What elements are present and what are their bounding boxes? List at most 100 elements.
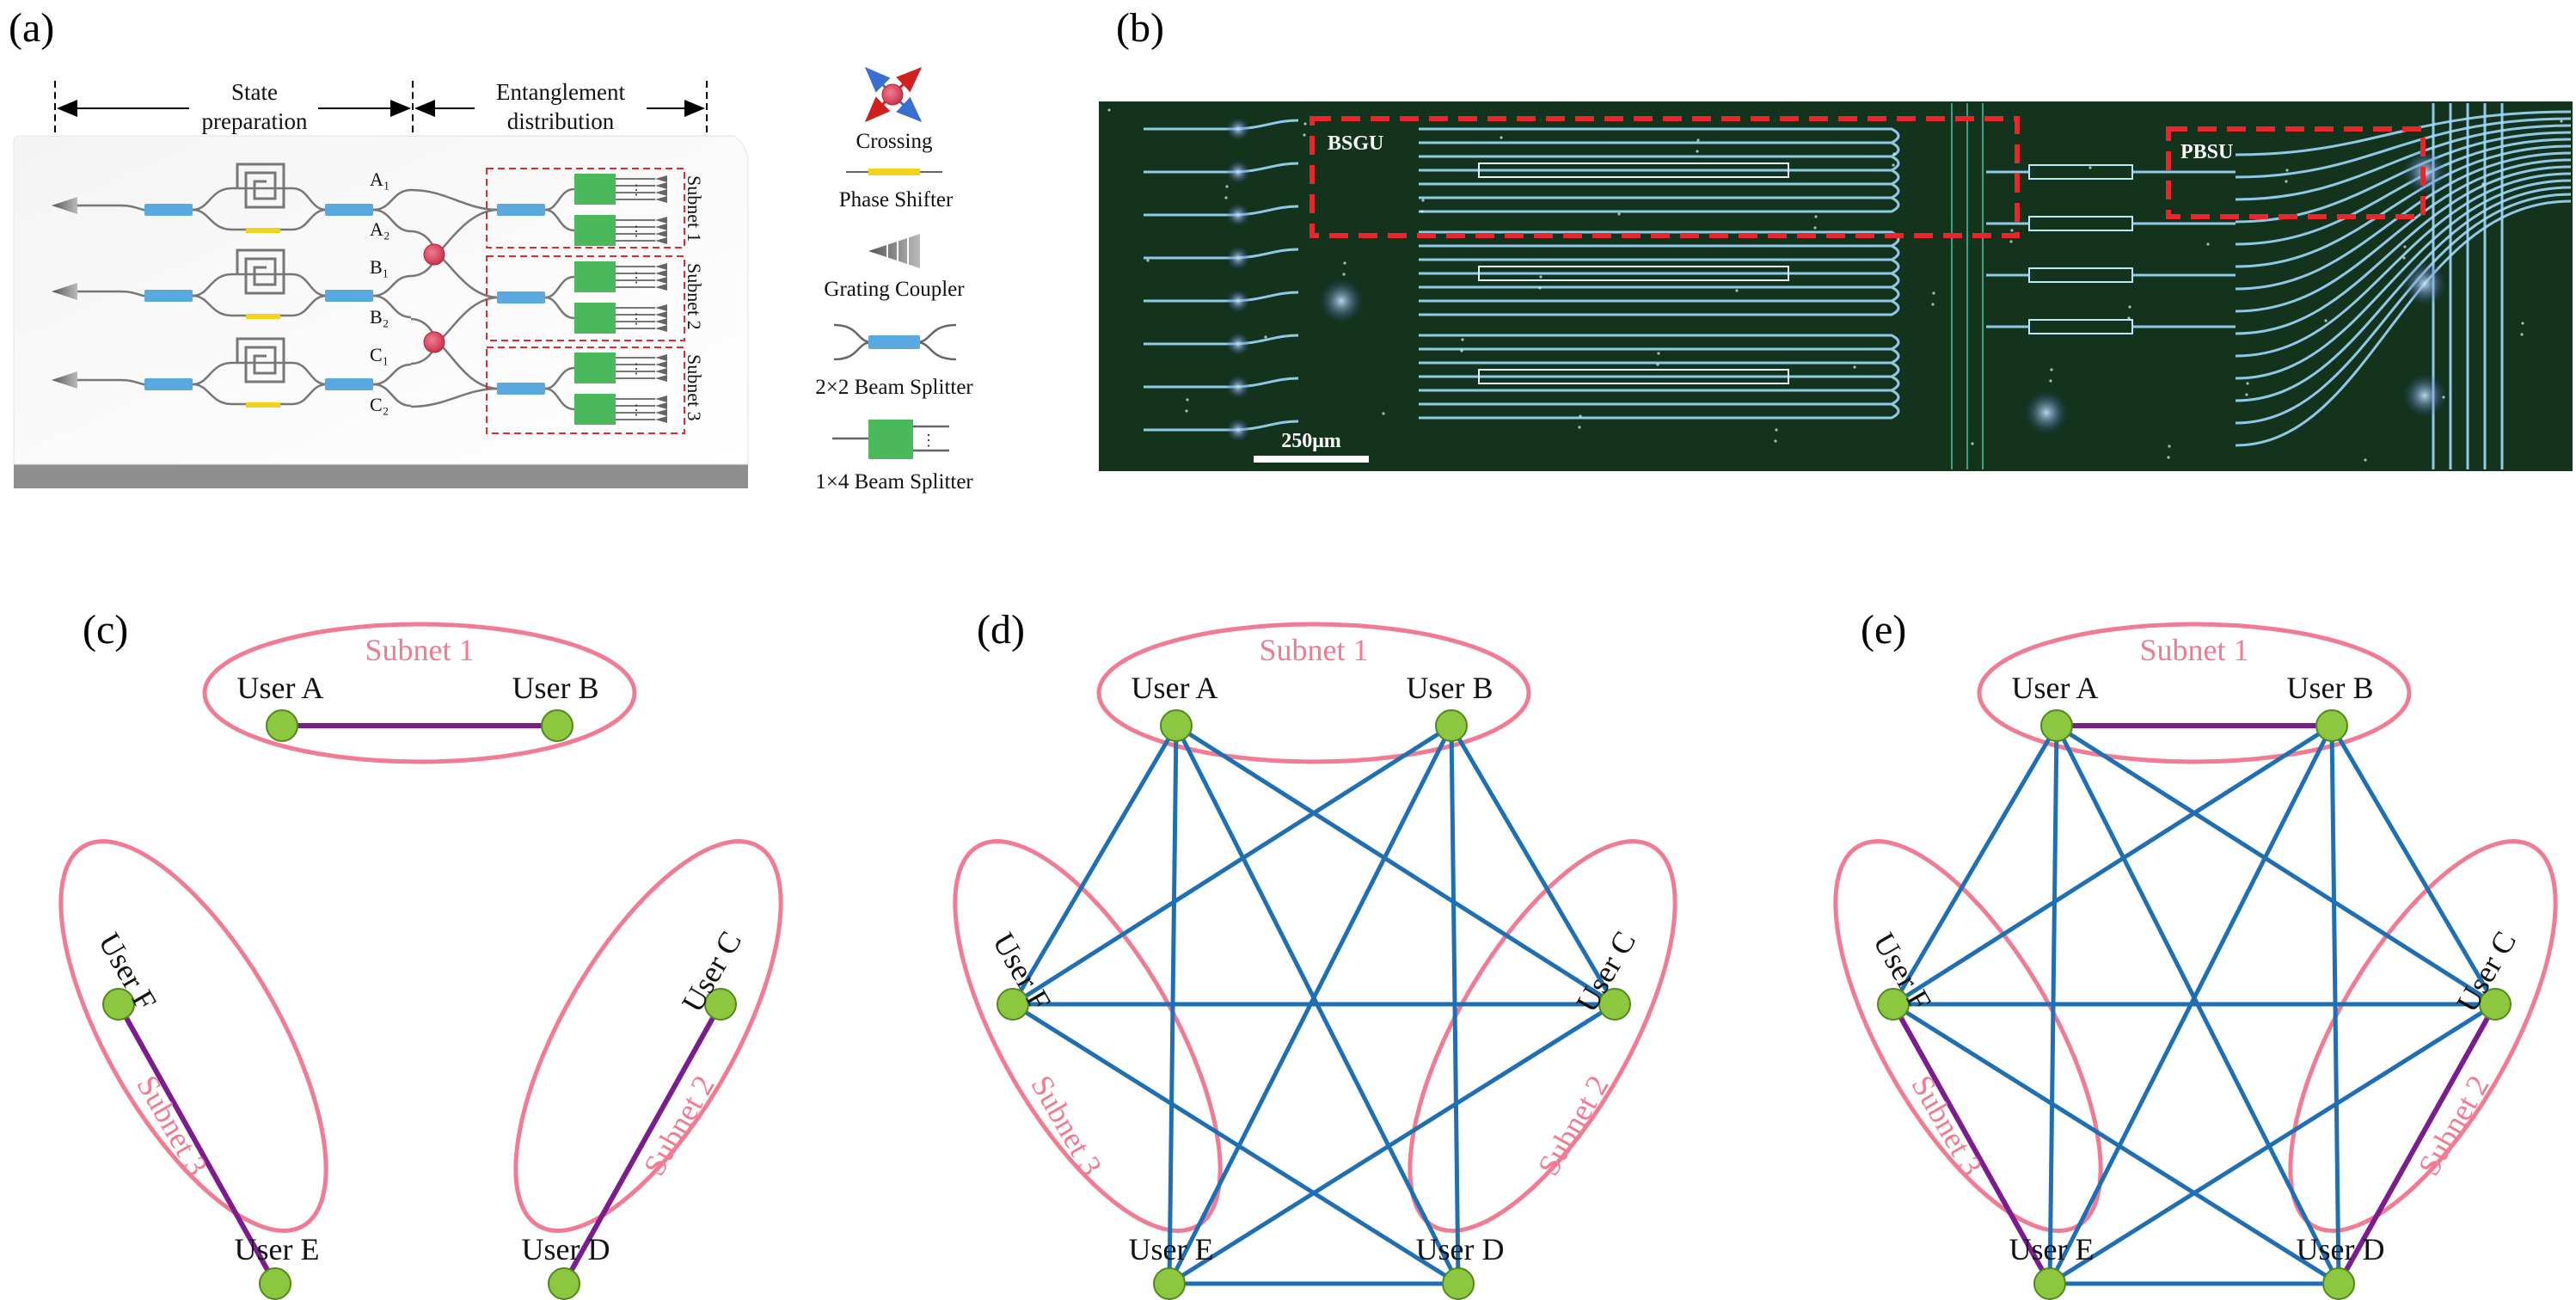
panel-e-user-c-label: User C — [2450, 925, 2523, 1017]
micrograph-image: BSGU PBSU 250μm — [1099, 101, 2573, 471]
phase-shifter-legend-label: Phase Shifter — [839, 188, 954, 212]
bsgu-highlight-box — [1309, 116, 2020, 238]
delay-spiral-a — [236, 162, 285, 209]
bs2-prep-2-c — [325, 378, 373, 390]
panel-d-link-b-f — [1011, 723, 1453, 1007]
bs14-ellipsis-a-1: ⋮ — [629, 183, 643, 198]
panel-e-link-b-c — [2329, 724, 2498, 1006]
port-label-b1: B₁ — [370, 256, 389, 278]
panel-c-user-f-node — [102, 988, 135, 1021]
crossing-node-ab — [423, 243, 445, 266]
panel-c-link-c-d — [561, 1003, 723, 1285]
panel-c-nodes — [102, 709, 737, 1300]
panel-e-user-a-node — [2040, 709, 2073, 742]
panel-e-nodes — [1877, 709, 2512, 1300]
micrograph-waveguides — [1107, 103, 2572, 469]
panel-c-user-e-label: User E — [235, 1232, 320, 1266]
panel-d-user-f-node — [997, 988, 1029, 1021]
panel-e-subnet-3-label: Subnet 3 — [1904, 1070, 1989, 1181]
port-label-a2: A₂ — [370, 218, 390, 240]
panel-c-user-e-node — [259, 1267, 291, 1300]
section-dimension-arrows — [54, 81, 708, 134]
ent-dist-header-line2: distribution — [507, 108, 615, 134]
panel-e-graph: Subnet 1 Subnet 3 Subnet 2 User A User B… — [1833, 622, 2558, 1300]
port-label-a1: A₁ — [370, 169, 390, 190]
subnet-1-chip-label: Subnet 1 — [684, 175, 705, 242]
state-prep-header-line2: preparation — [202, 108, 308, 134]
crossing-legend-label: Crossing — [856, 130, 933, 153]
panel-e-subnet-2-label: Subnet 2 — [2412, 1070, 2496, 1181]
panel-d-user-e-node — [1153, 1267, 1186, 1300]
phase-shifter-legend-icon — [846, 169, 942, 175]
panel-label-e: (e) — [1861, 607, 1906, 653]
subnet-3-chip-label: Subnet 3 — [684, 354, 705, 421]
panel-e-link-c-d — [2336, 1003, 2498, 1285]
panel-e-user-d-node — [2322, 1267, 2355, 1300]
bs2-legend-icon — [833, 323, 957, 361]
panel-e-link-d-f — [1892, 1002, 2340, 1286]
panel-d-subnet-1-label: Subnet 1 — [1259, 633, 1368, 667]
panel-d-user-a-node — [1160, 709, 1193, 742]
panel-c-subnet-ellipses — [58, 622, 783, 1233]
bs14-ellipsis-b-2: ⋮ — [629, 312, 643, 327]
state-prep-header-line1: State — [231, 79, 278, 105]
panel-c-subnet-1-label: Subnet 1 — [365, 633, 474, 667]
bs14-ellipsis-b-1: ⋮ — [629, 271, 643, 285]
panel-c-user-a-node — [266, 709, 298, 742]
panel-e-user-a-label: User A — [2012, 671, 2099, 705]
bs14-legend-ellipsis: ⋮ — [921, 432, 936, 449]
phase-shifter-c — [246, 402, 280, 408]
panel-d-user-a-label: User A — [1132, 671, 1218, 705]
panel-d-links — [1010, 723, 1617, 1286]
panel-e-link-a-f — [1891, 724, 2059, 1006]
network-graphs: Subnet 1 Subnet 3 Subnet 2 User A User B… — [58, 622, 2558, 1300]
panel-d-link-c-e — [1168, 1002, 1616, 1286]
grating-coupler-legend-label: Grating Coupler — [824, 278, 965, 301]
bs14-ellipsis-c-1: ⋮ — [629, 362, 643, 377]
panel-d-link-a-f — [1010, 724, 1179, 1006]
scale-bar — [1254, 456, 1369, 463]
panel-e-user-b-node — [2315, 709, 2348, 742]
bs14-a-2 — [574, 215, 616, 246]
panel-c-user-a-label: User A — [237, 671, 324, 705]
panel-e-user-f-node — [1877, 988, 1910, 1021]
bs2-prep-1-b — [144, 290, 193, 302]
panel-e-user-b-label: User B — [2287, 671, 2374, 705]
grating-coupler-legend-icon — [868, 234, 920, 268]
pbsu-label: PBSU — [2180, 141, 2233, 163]
bs2-prep-2-a — [325, 204, 373, 216]
panel-d-nodes — [997, 709, 1631, 1300]
bs2-legend-label: 2×2 Beam Splitter — [815, 376, 973, 399]
panel-d-user-b-node — [1435, 709, 1468, 742]
panel-c-graph: Subnet 1 Subnet 3 Subnet 2 User A User B… — [58, 622, 783, 1300]
panel-d-subnet-2-label: Subnet 2 — [1531, 1070, 1616, 1181]
panel-d-subnet-3-label: Subnet 3 — [1024, 1070, 1108, 1181]
bs14-ellipsis-a-2: ⋮ — [629, 224, 643, 239]
bs2-dist-a — [497, 204, 545, 216]
panel-e-user-c-node — [2479, 988, 2512, 1021]
panel-d-user-c-label: User C — [1569, 925, 1642, 1017]
bs14-legend-icon: ⋮ — [832, 420, 949, 459]
panel-d-user-c-node — [1598, 988, 1631, 1021]
panel-e-user-e-node — [2033, 1267, 2066, 1300]
panel-e-link-c-e — [2048, 1002, 2497, 1286]
bs2-prep-1-c — [144, 378, 193, 390]
bs14-ellipsis-c-2: ⋮ — [629, 403, 643, 418]
panel-c-user-d-node — [548, 1267, 580, 1300]
panel-d-link-b-c — [1449, 724, 1617, 1006]
port-label-c2: C₂ — [370, 394, 389, 415]
panel-c-user-c-node — [704, 988, 737, 1021]
grating-coupler-input-b-icon — [52, 283, 77, 300]
panel-d-link-d-f — [1011, 1002, 1460, 1286]
crossing-legend-icon — [864, 66, 923, 123]
bsgu-label: BSGU — [1328, 132, 1383, 155]
port-label-c1: C₁ — [370, 344, 389, 365]
panel-c-subnet-2-label: Subnet 2 — [637, 1070, 721, 1181]
panel-e-user-d-label: User D — [2297, 1232, 2385, 1266]
panel-label-b: (b) — [1116, 5, 1164, 51]
delay-spiral-b — [236, 248, 285, 295]
phase-shifter-a — [246, 228, 280, 233]
ent-dist-header-line1: Entanglement — [496, 79, 625, 105]
panel-e-link-a-c — [2055, 723, 2497, 1007]
